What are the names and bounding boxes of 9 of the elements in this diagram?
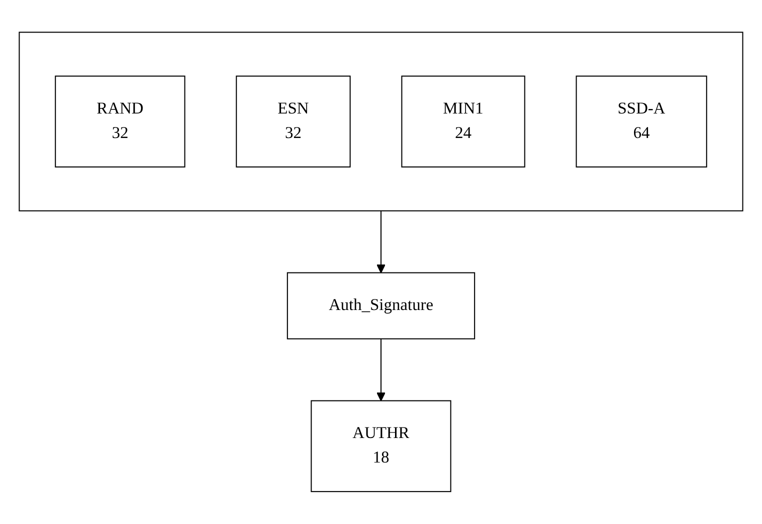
cluster: [18, 32, 744, 212]
node-box: Auth_Signature: [286, 272, 476, 340]
arrow: [376, 338, 386, 402]
arrow: [376, 210, 386, 274]
node-box: SSD-A 64: [576, 76, 708, 168]
node-box: MIN1 24: [401, 76, 526, 168]
node-box: RAND 32: [54, 76, 186, 168]
node-box: AUTHR 18: [310, 400, 452, 492]
node-box: ESN 32: [236, 76, 351, 168]
